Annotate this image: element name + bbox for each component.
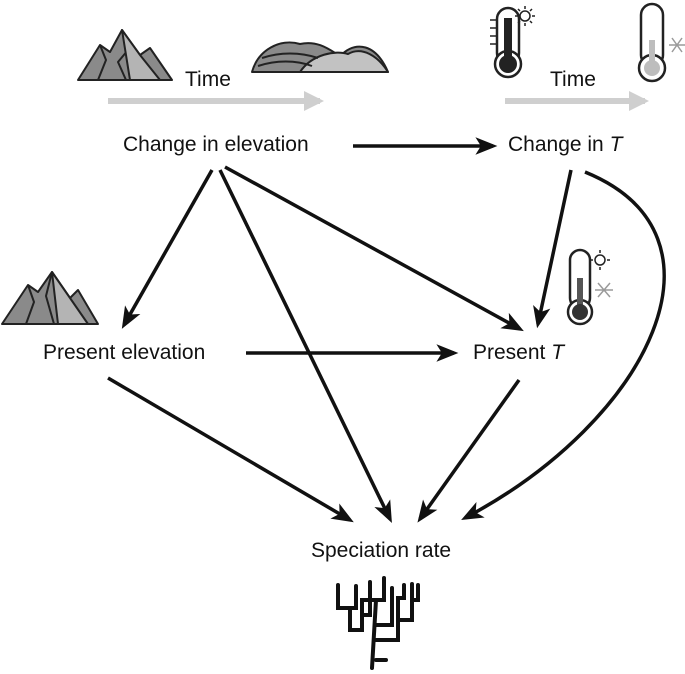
arrow-present-elevation-to-speciation <box>107 376 354 523</box>
thermometer-sun-snow-icon <box>566 248 613 326</box>
node-present-t: Present T <box>473 342 564 363</box>
time-label-right: Time <box>550 68 596 91</box>
mountains-present-icon <box>1 271 99 325</box>
mountains-icon <box>77 29 173 81</box>
phylogeny-tree-icon <box>336 576 420 670</box>
thermometer-cold-icon <box>637 2 685 83</box>
node-change-in-t: Change in T <box>508 134 622 155</box>
time-label-left: Time <box>185 68 231 91</box>
arrow-change-t-to-speciation <box>461 170 666 521</box>
node-change-in-elevation: Change in elevation <box>123 133 309 156</box>
arrow-change-elevation-to-present-t <box>224 165 524 332</box>
node-present-elevation: Present elevation <box>43 341 206 364</box>
arrow-change-elevation-to-present-elevation <box>121 169 214 329</box>
causal-arrows <box>107 137 666 523</box>
node-change-in-t-symbol: T <box>609 133 623 156</box>
node-present-t-symbol: T <box>551 341 565 364</box>
arrow-change-t-to-present-t <box>533 169 573 329</box>
node-present-t-text: Present <box>473 341 552 364</box>
node-change-in-t-text: Change in <box>508 133 610 156</box>
arrow-change-elevation-to-speciation <box>218 169 392 523</box>
thermometer-hot-icon <box>490 6 535 79</box>
eroded-mountains-icon <box>251 41 389 73</box>
node-speciation-rate: Speciation rate <box>311 539 452 562</box>
arrow-present-t-to-speciation <box>417 378 521 523</box>
